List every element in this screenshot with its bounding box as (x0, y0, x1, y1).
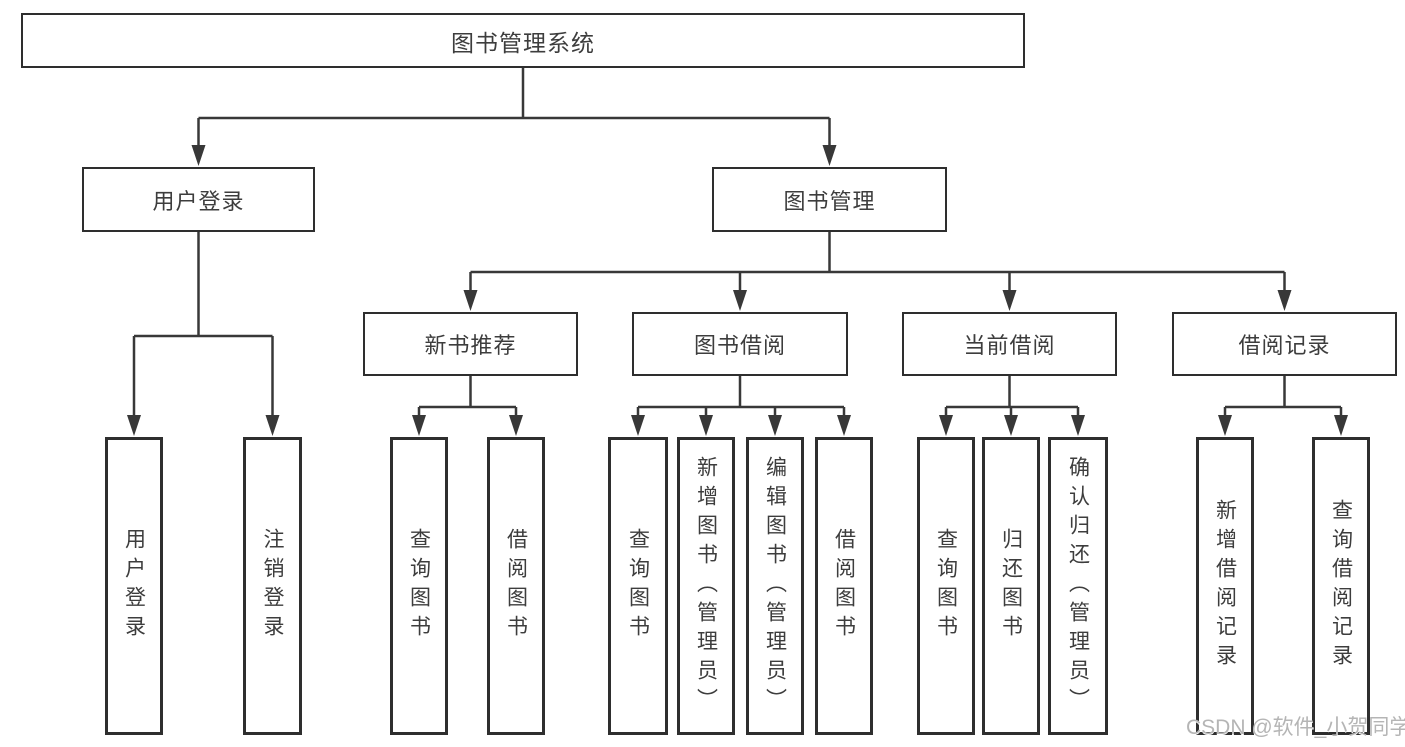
leaf-query-books-current: 查询图书 (917, 437, 975, 735)
node-new-book-recommend: 新书推荐 (363, 312, 578, 376)
leaf-query-books-recommend: 查询图书 (390, 437, 448, 735)
leaf-add-borrow-record: 新增借阅记录 (1196, 437, 1254, 735)
node-library-management-system: 图书管理系统 (21, 13, 1025, 68)
leaf-logout: 注销登录 (243, 437, 302, 735)
node-book-borrowing: 图书借阅 (632, 312, 848, 376)
leaf-query-borrow-record: 查询借阅记录 (1312, 437, 1370, 735)
leaf-edit-books-admin: 编辑图书（管理员） (746, 437, 804, 735)
leaf-borrow-books-recommend: 借阅图书 (487, 437, 545, 735)
node-current-borrowing: 当前借阅 (902, 312, 1117, 376)
csdn-watermark: CSDN @软件_小贺同学 (1186, 716, 1405, 739)
node-book-management: 图书管理 (712, 167, 947, 232)
leaf-borrow-books: 借阅图书 (815, 437, 873, 735)
node-borrowing-records: 借阅记录 (1172, 312, 1397, 376)
leaf-add-books-admin: 新增图书（管理员） (677, 437, 735, 735)
node-user-login: 用户登录 (82, 167, 315, 232)
leaf-confirm-return-admin: 确认归还（管理员） (1048, 437, 1108, 735)
leaf-return-books: 归还图书 (982, 437, 1040, 735)
leaf-user-login: 用户登录 (105, 437, 163, 735)
leaf-query-books-borrowing: 查询图书 (608, 437, 668, 735)
